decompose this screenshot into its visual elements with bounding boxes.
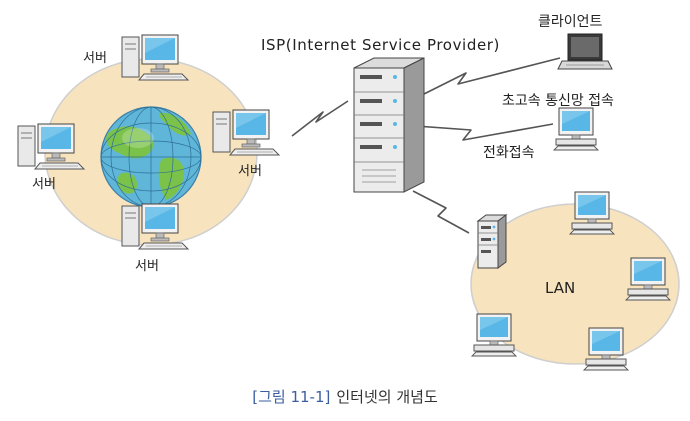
dialup-label: 전화접속 [483, 145, 535, 161]
broadband-label: 초고속 통신망 접속 [502, 93, 614, 109]
link-ring-to-isp [291, 100, 349, 137]
figure-caption: [그림 11-1] 인터넷의 개념도 [0, 386, 690, 407]
internet-diagram: 서버 서버 서버 서버 ISP(Internet Service Provide… [17, 14, 680, 371]
link-isp-to-dialup [415, 123, 554, 141]
dialup-pc-icon [553, 107, 599, 151]
lan-server-icon [476, 214, 508, 269]
server-label-top: 서버 [83, 51, 107, 66]
isp-server-icon [353, 57, 425, 193]
client-label: 클라이언트 [538, 14, 603, 30]
server-label-left: 서버 [32, 177, 56, 192]
laptop-icon [557, 33, 613, 70]
lan-pc-bottom-left [471, 313, 517, 357]
lan-pc-bottom-right [583, 327, 629, 371]
figure-title: 인터넷의 개념도 [336, 388, 438, 406]
link-isp-to-lan [412, 190, 470, 234]
lan-label: LAN [545, 279, 575, 297]
globe-icon [100, 106, 202, 208]
isp-label: ISP(Internet Service Provider) [261, 36, 500, 54]
lan-pc-right [625, 257, 671, 301]
link-isp-to-client [415, 57, 561, 99]
server-label-right: 서버 [238, 164, 262, 179]
server-label-bottom: 서버 [135, 259, 159, 274]
figure-number: [그림 11-1] [252, 388, 331, 406]
lan-pc-top-right [569, 191, 615, 235]
